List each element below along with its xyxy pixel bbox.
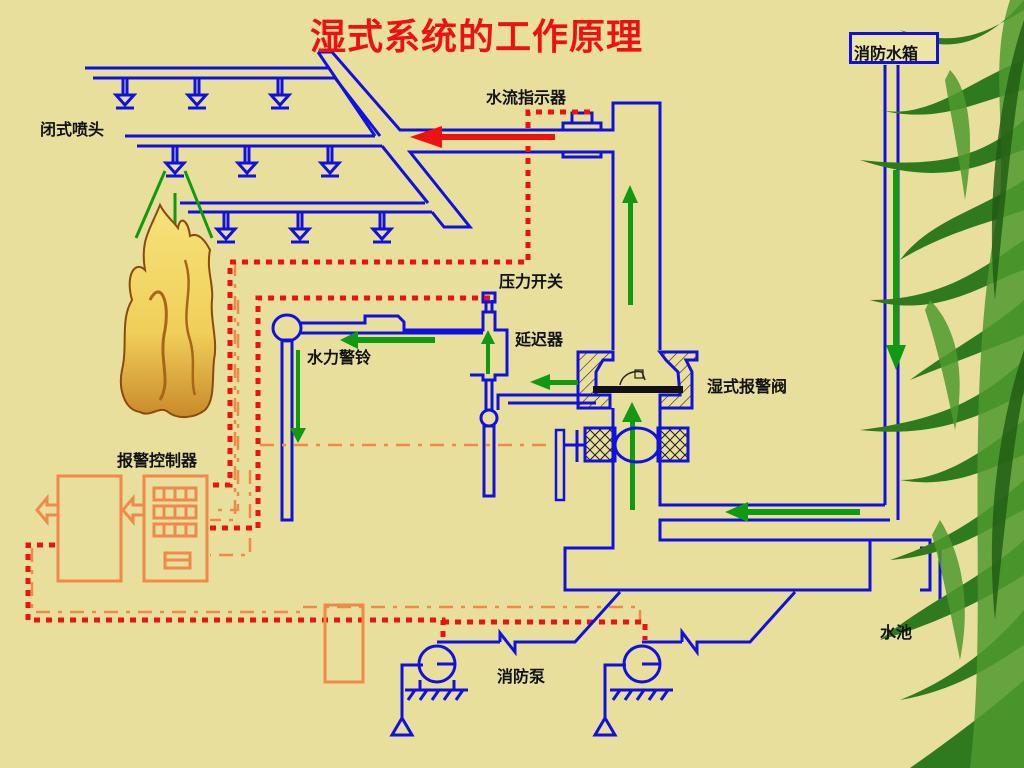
flow-arrow-supply-left: [725, 502, 860, 522]
fire-water-tank: 消防水箱: [849, 32, 939, 64]
main-pipe-upper-edge: [318, 50, 560, 132]
flow-arrow-valve-up: [622, 402, 642, 510]
gate-valve: [554, 426, 690, 502]
sprinkler-head: [317, 146, 343, 178]
sprinkler-head: [287, 212, 313, 244]
control-line-dashed: [30, 262, 642, 625]
fire-pump-1: [389, 590, 622, 737]
page-title: 湿式系统的工作原理: [310, 17, 644, 58]
sprinkler-head-activated: [162, 146, 188, 178]
main-pipe-lower-edge: [406, 150, 560, 229]
fire-pump-2: [592, 590, 797, 737]
water-flow-indicator-device: [561, 111, 603, 159]
sprinkler-head: [369, 212, 395, 244]
pressure-switch-label: 压力开关: [499, 272, 564, 291]
sprinkler-head: [234, 146, 260, 178]
riser-pipe: [560, 101, 662, 350]
delay-device: [470, 291, 509, 498]
flow-arrow-riser-up: [622, 185, 638, 305]
closed-sprinkler-label: 闭式喷头: [40, 120, 105, 139]
alarm-controller: [35, 474, 209, 583]
delay-device-label: 延迟器: [515, 330, 564, 349]
flow-arrow-alarm-left: [530, 374, 578, 390]
fire-pump-label: 消防泵: [497, 667, 546, 686]
sprinkler-head: [267, 78, 293, 110]
flow-arrow-to-sprinklers: [410, 126, 555, 148]
sprinkler-heads: [112, 78, 395, 244]
flow-arrow-delay-up: [481, 330, 495, 374]
water-flow-indicator-label: 水流指示器: [486, 88, 567, 107]
water-motor-alarm-label: 水力警铃: [307, 348, 372, 367]
pump-control-box: [323, 603, 365, 684]
bamboo-decoration: [860, 0, 1024, 768]
flow-arrow-tank-down: [886, 170, 906, 370]
flow-arrow-gong-left: [340, 331, 435, 349]
water-motor-gong: [271, 313, 484, 522]
signal-line-dotted: [25, 109, 648, 640]
sprinkler-head: [184, 78, 210, 110]
fire-water-tank-label: 消防水箱: [854, 44, 919, 63]
alarm-controller-label: 报警控制器: [117, 451, 198, 470]
pool-label-partial: 水池: [880, 623, 913, 642]
flow-arrow-gong-down: [290, 350, 306, 443]
fire-flame-icon: [120, 202, 217, 418]
wet-alarm-valve-label: 湿式报警阀: [707, 377, 788, 396]
sprinkler-head: [112, 78, 138, 110]
sprinkler-head: [213, 212, 239, 244]
